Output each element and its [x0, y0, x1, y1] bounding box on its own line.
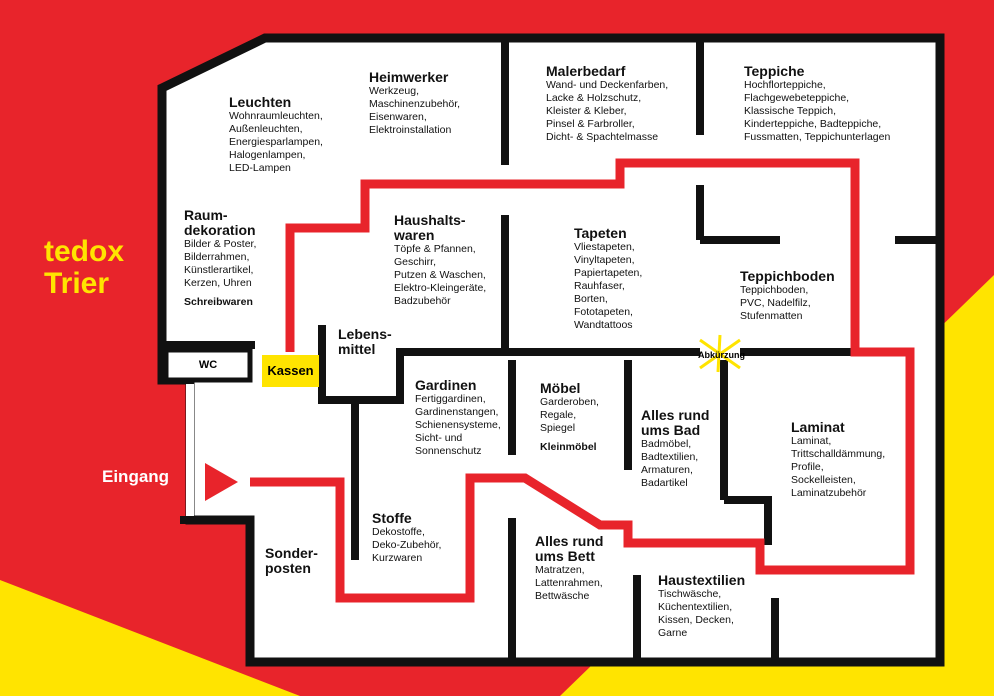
walls: [162, 38, 940, 662]
dept-title: Laminat: [791, 419, 845, 435]
dept-malerbedarf: Malerbedarf Wand- und Deckenfarben, Lack…: [546, 64, 668, 144]
dept-heimwerker: Heimwerker Werkzeug, Maschinenzubehör, E…: [369, 70, 460, 137]
dept-items: Fertiggardinen, Gardinenstangen, Schiene…: [415, 393, 501, 457]
dept-title: Raum- dekoration: [184, 207, 256, 238]
dept-items: Matratzen, Lattenrahmen, Bettwäsche: [535, 564, 603, 602]
dept-title: Haushalts- waren: [394, 212, 466, 243]
dept-title: Gardinen: [415, 377, 477, 393]
dept-items: Vliestapeten, Vinyltapeten, Papiertapete…: [574, 241, 643, 331]
dept-title: Haustextilien: [658, 572, 746, 588]
dept-extra: Schreibwaren: [184, 296, 253, 308]
dept-items: Wand- und Deckenfarben, Lacke & Holzschu…: [546, 79, 669, 143]
dept-items: Hochflorteppiche, Flachgewebeteppiche, K…: [744, 79, 891, 143]
dept-items: Tischwäsche, Küchentextilien, Kissen, De…: [658, 588, 734, 639]
wc-box: [163, 347, 253, 383]
dept-title: Heimwerker: [369, 69, 449, 85]
dept-title: Möbel: [540, 380, 581, 396]
dept-title: Sonder- posten: [265, 545, 318, 576]
dept-raumdekoration: Raum- dekoration Bilder & Poster, Bilder…: [184, 208, 256, 309]
dept-sonderposten: Sonder- posten: [265, 546, 318, 576]
dept-leuchten: Leuchten Wohnraumleuchten, Außenleuchten…: [229, 95, 323, 175]
dept-title: Malerbedarf: [546, 63, 626, 79]
dept-title: Teppiche: [744, 63, 805, 79]
dept-tapeten: Tapeten Vliestapeten, Vinyltapeten, Papi…: [574, 226, 642, 332]
dept-items: Werkzeug, Maschinenzubehör, Eisenwaren, …: [369, 85, 461, 136]
dept-haushaltswaren: Haushalts- waren Töpfe & Pfannen, Geschi…: [394, 213, 486, 308]
dept-teppichboden: Teppichboden Teppichboden, PVC, Nadelfil…: [740, 269, 835, 323]
dept-gardinen: Gardinen Fertiggardinen, Gardinenstangen…: [415, 378, 501, 458]
dept-extra: Kleinmöbel: [540, 441, 597, 453]
brand-name: tedox Trier: [44, 235, 125, 300]
dept-title: Tapeten: [574, 225, 627, 241]
yellow-corner-left: [0, 580, 300, 696]
dept-stoffe: Stoffe Dekostoffe, Deko-Zubehör, Kurzwar…: [372, 511, 441, 565]
dept-teppiche: Teppiche Hochflorteppiche, Flachgewebete…: [744, 64, 890, 144]
dept-lebensmittel: Lebens- mittel: [338, 327, 392, 357]
kassen-label: Kassen: [262, 355, 319, 387]
dept-title: Teppichboden: [740, 268, 835, 284]
dept-title: Lebens- mittel: [338, 326, 392, 357]
dept-haustextilien: Haustextilien Tischwäsche, Küchentextili…: [658, 573, 745, 640]
wc-label: WC: [198, 359, 218, 371]
dept-title: Alles rund ums Bett: [535, 533, 604, 564]
dept-items: Töpfe & Pfannen, Geschirr, Putzen & Wasc…: [394, 243, 487, 307]
dept-bad: Alles rund ums Bad Badmöbel, Badtextilie…: [641, 408, 709, 490]
walkway-path: [250, 158, 915, 603]
entrance-gap: [186, 384, 194, 516]
dept-items: Dekostoffe, Deko-Zubehör, Kurzwaren: [372, 526, 442, 564]
shortcut-burst: [699, 334, 741, 373]
dept-moebel: Möbel Garderoben, Regale, Spiegel Kleinm…: [540, 381, 599, 454]
dept-bett: Alles rund ums Bett Matratzen, Lattenrah…: [535, 534, 603, 603]
dept-items: Teppichboden, PVC, Nadelfilz, Stufenmatt…: [740, 284, 811, 322]
dept-items: Garderoben, Regale, Spiegel: [540, 396, 599, 434]
shortcut-label: Abkürzung: [698, 350, 745, 360]
entrance-arrow: [205, 463, 238, 501]
dept-items: Wohnraumleuchten, Außenleuchten, Energie…: [229, 110, 323, 174]
dept-title: Alles rund ums Bad: [641, 407, 710, 438]
dept-items: Laminat, Trittschalldämmung, Profile, So…: [791, 435, 886, 499]
dept-laminat: Laminat Laminat, Trittschalldämmung, Pro…: [791, 420, 885, 500]
dept-items: Badmöbel, Badtextilien, Armaturen, Badar…: [641, 438, 699, 489]
dept-title: Leuchten: [229, 94, 292, 110]
dept-title: Stoffe: [372, 510, 412, 526]
dept-items: Bilder & Poster, Bilderrahmen, Künstlera…: [184, 238, 257, 289]
entrance-label: Eingang: [102, 467, 170, 486]
